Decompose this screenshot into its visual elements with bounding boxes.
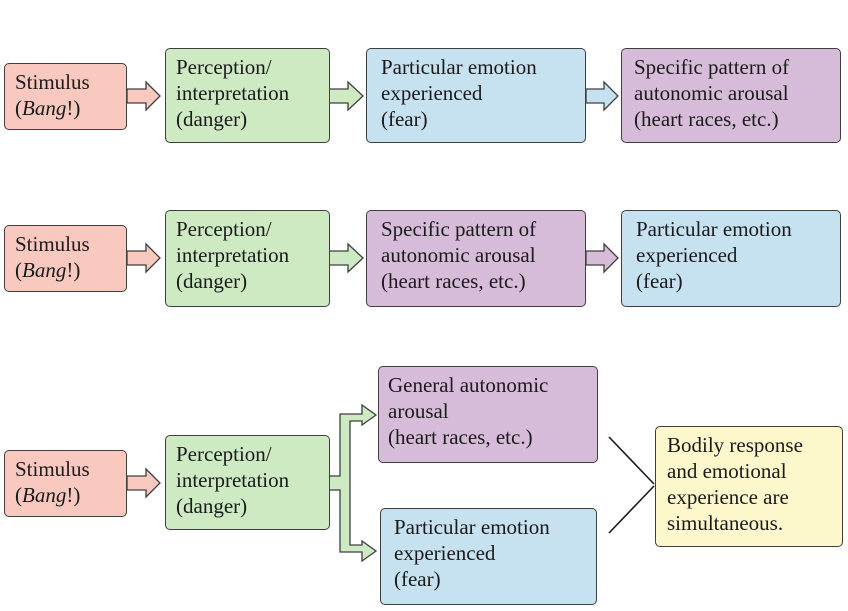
r1-emotion-box: Particular emotion experienced (fear) — [366, 48, 586, 143]
arrow-r2-stimulus-to-perception — [126, 242, 161, 274]
r3-emotion-line: experienced — [394, 541, 496, 565]
r1-arousal-box: Specific pattern of autonomic arousal (h… — [621, 48, 841, 143]
r2-arousal-line: (heart races, etc.) — [381, 269, 526, 293]
r2-perception-box: Perception/ interpretation (danger) — [165, 210, 330, 307]
r3-emotion-line: Particular emotion — [394, 515, 550, 539]
r2-emotion-line: experienced — [636, 243, 738, 267]
r1-emotion-line: experienced — [381, 81, 483, 105]
r2-arousal-box: Specific pattern of autonomic arousal (h… — [366, 210, 586, 307]
arrow-r3-stimulus-to-perception — [126, 467, 161, 499]
r3-arousal-line: arousal — [388, 399, 449, 423]
r2-perception-line: Perception/ — [176, 217, 272, 241]
r1-perception-line: interpretation — [176, 81, 290, 105]
r1-stimulus-label: Stimulus — [15, 70, 90, 94]
arrow-r1-stimulus-to-perception — [126, 80, 161, 112]
r1-stimulus-bang: (Bang!) — [15, 96, 81, 120]
r3-stimulus-box: Stimulus (Bang!) — [4, 450, 127, 517]
r3-stimulus-label: Stimulus — [15, 457, 90, 481]
r3-simultaneous-line: Bodily response — [667, 433, 803, 457]
r3-arousal-box: General autonomic arousal (heart races, … — [378, 366, 598, 463]
r3-simultaneous-box: Bodily response and emotional experience… — [655, 426, 843, 547]
r2-perception-line: interpretation — [176, 243, 290, 267]
arrow-r1-emotion-to-arousal — [585, 80, 619, 112]
r3-stimulus-bang: (Bang!) — [15, 483, 81, 507]
r3-simultaneous-line: experience are — [667, 485, 789, 509]
r2-stimulus-label: Stimulus — [15, 232, 90, 256]
r2-emotion-line: Particular emotion — [636, 217, 792, 241]
r3-perception-line: (danger) — [176, 494, 248, 518]
r1-perception-line: (danger) — [176, 107, 248, 131]
r3-arousal-line: General autonomic — [388, 373, 549, 397]
r3-arousal-line: (heart races, etc.) — [388, 425, 533, 449]
r2-emotion-line: (fear) — [636, 269, 683, 293]
r2-stimulus-box: Stimulus (Bang!) — [4, 225, 127, 292]
r1-stimulus-box: Stimulus (Bang!) — [4, 63, 127, 130]
arrow-r2-arousal-to-emotion — [585, 242, 619, 274]
simultaneity-line-top — [608, 436, 655, 485]
r3-simultaneous-line: and emotional — [667, 459, 787, 483]
r1-emotion-line: (fear) — [381, 107, 428, 131]
r3-simultaneous-line: simultaneous. — [667, 511, 784, 535]
r3-emotion-box: Particular emotion experienced (fear) — [380, 508, 597, 605]
r2-emotion-box: Particular emotion experienced (fear) — [621, 210, 841, 307]
r3-emotion-line: (fear) — [394, 567, 441, 591]
r1-arousal-line: autonomic arousal — [634, 81, 789, 105]
r1-perception-box: Perception/ interpretation (danger) — [165, 48, 330, 143]
r2-perception-line: (danger) — [176, 269, 248, 293]
arrow-r3-branch-arrow — [328, 403, 378, 563]
r1-perception-line: Perception/ — [176, 55, 272, 79]
r1-arousal-line: (heart races, etc.) — [634, 107, 779, 131]
arrow-r2-perception-to-arousal — [328, 242, 364, 274]
r3-perception-line: Perception/ — [176, 442, 272, 466]
r2-stimulus-bang: (Bang!) — [15, 258, 81, 282]
r1-emotion-line: Particular emotion — [381, 55, 537, 79]
r2-arousal-line: Specific pattern of — [381, 217, 537, 241]
r3-perception-line: interpretation — [176, 468, 290, 492]
r2-arousal-line: autonomic arousal — [381, 243, 536, 267]
r3-perception-box: Perception/ interpretation (danger) — [165, 435, 330, 530]
arrow-r1-perception-to-emotion — [328, 80, 364, 112]
simultaneity-line-bottom — [608, 485, 655, 534]
r1-arousal-line: Specific pattern of — [634, 55, 790, 79]
